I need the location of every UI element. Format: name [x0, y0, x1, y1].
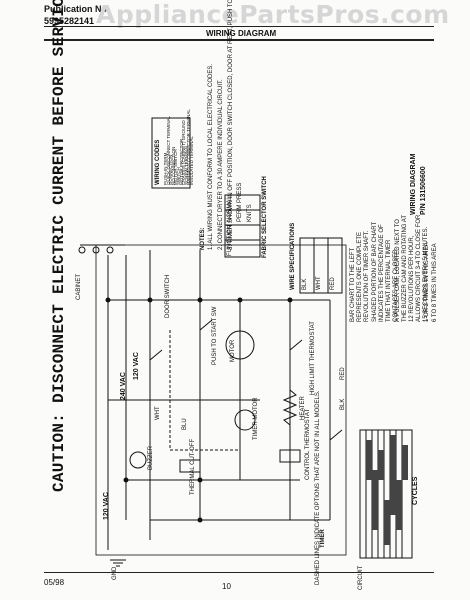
cycles-circuit-label: CIRCUIT [358, 565, 364, 590]
label-push-to-start: PUSH TO START SW [212, 306, 218, 365]
bar-1 [366, 440, 372, 480]
wiring-codes-box [151, 117, 191, 189]
label-120vac-b: 120 VAC [133, 352, 140, 380]
heater-element [282, 389, 298, 426]
wire-red: RED [340, 367, 346, 380]
bar-3 [378, 450, 384, 480]
label-timer-motor: TIMER MOTOR [253, 397, 259, 440]
terminal [105, 297, 111, 303]
terminal [147, 297, 153, 303]
bar-chart-note-1: BAR CHART TO THE LEFT REPRESENTS ONE COM… [350, 230, 370, 322]
wire-spec-title: WIRE SPECIFICATIONS [290, 222, 296, 290]
wiring-codes-title: WIRING CODES [155, 139, 161, 185]
terminal [197, 297, 203, 303]
terminal [197, 477, 203, 483]
diagram-title: WIRING DIAGRAM [206, 29, 277, 38]
bar-5 [390, 435, 396, 515]
footer-page-number: 10 [222, 582, 231, 591]
bar-2 [372, 470, 378, 530]
label-buzzer: BUZZER [148, 446, 154, 470]
wire-spec-row-2: WHT [316, 276, 322, 290]
terminal [237, 297, 243, 303]
bar-6 [396, 480, 402, 530]
footer-rule [44, 572, 434, 573]
fabric-selector-table [224, 194, 261, 258]
switch-1 [199, 319, 213, 331]
label-cabinet: CABINET [76, 273, 82, 300]
schematic-frame [95, 244, 347, 556]
plug-pin [106, 246, 114, 254]
label-hi-limit: HIGH LIMIT THERMOSTAT [310, 321, 316, 395]
switch-2 [289, 339, 303, 351]
label-motor: MOTOR [230, 339, 236, 362]
note-3: 3. TIMER SHOWN IN OFF POSITION, DOOR SWI… [228, 0, 234, 250]
wire-blk: BLK [340, 398, 346, 410]
fabric-row-1: NORMAL [227, 196, 233, 222]
terminal [287, 297, 293, 303]
watermark: AppliancePartsPros.com [96, 0, 450, 29]
fabric-row-2: PERM PRESS [237, 182, 243, 222]
publication-label: Publication No. [44, 4, 110, 14]
cycles-bar-chart [359, 429, 413, 559]
terminal [197, 517, 203, 523]
switch-3 [329, 429, 343, 441]
label-thermal-cutoff: THERMAL CUT-OFF [190, 438, 196, 495]
diagram-part-number: P/N 131506600 [420, 166, 427, 215]
dashed-lines-note: DASHED LINES INDICATE OPTIONS THAT ARE N… [315, 390, 321, 585]
buzzer-symbol [129, 451, 147, 469]
thermal-cutoff-box [179, 459, 201, 473]
wire-spec-row-1: BLK [302, 278, 308, 290]
wire-spec-table [299, 237, 343, 294]
title-rule [44, 39, 434, 41]
terminal [123, 477, 129, 483]
bar-chart-note-5: 6 TO 8 TIMES IN THIS AREA [432, 243, 438, 322]
fabric-selector-title: FABRIC SELECTOR SWITCH [262, 176, 268, 258]
fabric-row-3: KNITS [247, 204, 253, 222]
header-rule [44, 26, 434, 27]
wiring-code-item: INSULATED TERMINAL [189, 136, 194, 185]
notes-title: NOTES: [200, 227, 206, 250]
motor-symbol [225, 330, 255, 360]
label-gnd: GND [112, 566, 118, 580]
bar-chart-note-4: 1 OR 2 TIMES IN THIS AREA [424, 242, 430, 322]
footer-date: 05/98 [44, 578, 65, 587]
wire-wht: WHT [155, 406, 161, 420]
cycles-title: CYCLES [412, 476, 419, 505]
label-120vac-a: 120 VAC [103, 492, 110, 520]
wire-spec-row-3: RED [330, 277, 336, 290]
label-240vac: 240 VAC [120, 372, 127, 400]
diagram-id-label: WIRING DIAGRAM [410, 153, 417, 215]
bar-7 [402, 445, 408, 480]
timer-motor-symbol [234, 409, 256, 431]
plug-pin [92, 246, 100, 254]
bar-4 [384, 500, 390, 545]
thermostat-box [279, 449, 301, 463]
label-control-thermostat: CONTROL THERMOSTAT [305, 408, 311, 480]
note-2: 2. CONNECT DRYER TO A 30 AMPERE INDIVIDU… [218, 79, 224, 250]
label-door-switch: DOOR SWITCH [165, 274, 171, 318]
switch-4 [149, 349, 163, 361]
note-1: 1. ALL WIRING MUST CONFORM TO LOCAL ELEC… [208, 63, 214, 250]
wire-blu: BLU [182, 418, 188, 430]
fabric-selector-function: FUNCTION [227, 225, 233, 256]
publication-number: 5995282141 [44, 16, 95, 26]
plug-pin [78, 246, 86, 254]
